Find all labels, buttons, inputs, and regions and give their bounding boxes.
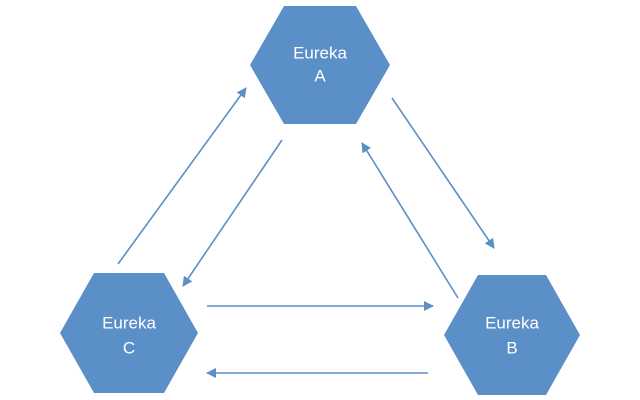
- edge-a-to-b: [391, 97, 495, 249]
- node-hexagon: [60, 273, 198, 393]
- node-label-line1: Eureka: [102, 313, 156, 332]
- node-eureka-b: Eureka B: [444, 275, 580, 395]
- edge-b-to-a: [361, 142, 459, 299]
- node-hexagon: [444, 275, 580, 395]
- node-label-line2: C: [123, 338, 135, 357]
- edges: [117, 87, 495, 378]
- node-label-line1: Eureka: [485, 313, 539, 332]
- edge-a-to-c: [182, 139, 283, 287]
- node-eureka-c: Eureka C: [60, 273, 198, 393]
- node-label-line1: Eureka: [293, 43, 347, 62]
- node-eureka-a: Eureka A: [250, 6, 390, 124]
- node-label-line2: A: [314, 66, 326, 85]
- edge-c-to-a: [117, 87, 247, 265]
- node-hexagon: [250, 6, 390, 124]
- node-label-line2: B: [506, 338, 517, 357]
